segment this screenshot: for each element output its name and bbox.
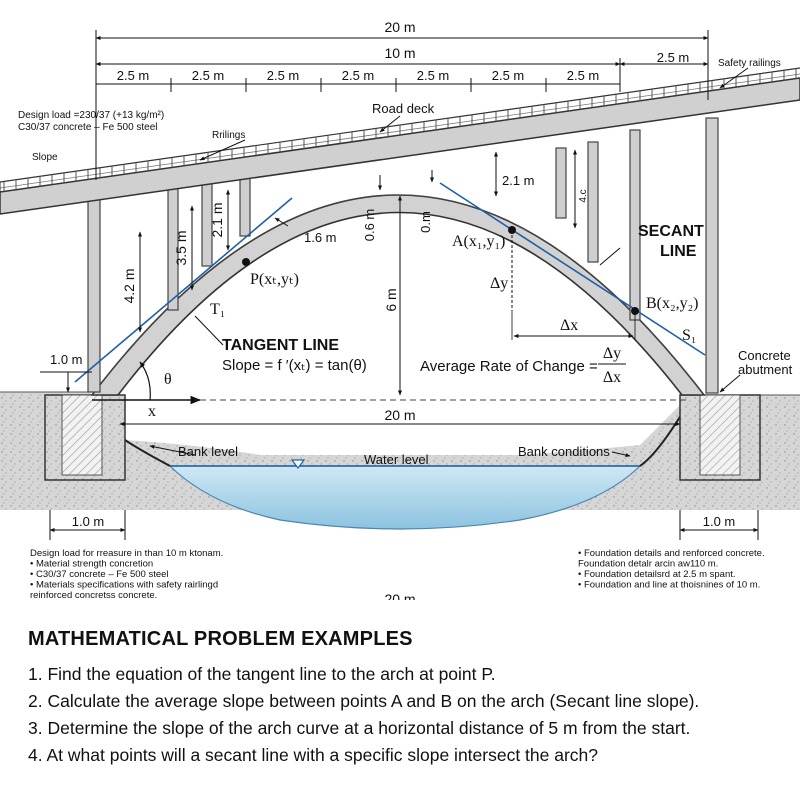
left-abutment (44, 394, 126, 481)
dim-2-1-b: 2.1 m (502, 173, 535, 188)
problem-item: 4. At what points will a secant line wit… (28, 745, 599, 765)
theta-label: θ (164, 371, 172, 388)
dim-20-mid: 20 m (384, 407, 415, 423)
note-left-line: • C30/37 concrete – Fe 500 steel (30, 569, 169, 580)
dim-6: 6 m (383, 288, 399, 311)
right-segment-label: 2.5 m (657, 50, 690, 65)
s1-label: S₁ (682, 327, 696, 344)
dim-1-6: 1.6 m (304, 230, 337, 245)
problem-list: 1. Find the equation of the tangent line… (28, 661, 788, 769)
safety-railings-label: Safety railings (718, 58, 781, 69)
railings (3, 68, 797, 192)
mid-span-label: 10 m (384, 45, 415, 61)
note-left-line: Design load for rreasure in than 10 m kt… (30, 548, 223, 559)
t1-label: T₁ (210, 301, 225, 318)
segment-label: 2.5 m (417, 68, 450, 83)
segment-label: 2.5 m (567, 68, 600, 83)
footing-left-label: 1.0 m (72, 514, 105, 529)
problem-item: 1. Find the equation of the tangent line… (28, 664, 496, 684)
avg-rate-numerator: Δy (603, 345, 621, 362)
tangent-line-title: TANGENT LINE (222, 337, 339, 354)
segment-label: 2.5 m (492, 68, 525, 83)
top-span-label: 20 m (384, 19, 415, 35)
point-p-marker (242, 258, 250, 266)
bank-level-label: Bank level (178, 444, 238, 459)
problem-examples: MATHEMATICAL PROBLEM EXAMPLES 1. Find th… (28, 628, 788, 769)
secant-line (439, 182, 706, 356)
note-left-line: • Material strength concretion (30, 559, 153, 570)
problem-item: 2. Calculate the average slope between p… (28, 691, 700, 711)
tangent-slope-formula: Slope = f ′(xₜ) = tan(θ) (222, 357, 367, 374)
problems-title: MATHEMATICAL PROBLEM EXAMPLES (28, 628, 413, 650)
concrete-abutment-label-2: abutment (738, 362, 793, 377)
slope-label: Slope (32, 152, 58, 163)
dim-4-2: 4.2 m (121, 268, 137, 303)
footing-right-label: 1.0 m (703, 514, 736, 529)
dim-4-right: 4.c (578, 189, 589, 202)
x-axis-label: x (148, 403, 156, 420)
right-abutment (679, 394, 761, 481)
bank-conditions-label: Bank conditions (518, 444, 610, 459)
note-right-line: • Foundation details and renforced concr… (578, 548, 765, 559)
note-right-line: Foundation detalr arcin aw110 m. (578, 559, 718, 570)
bottom-span-label: 20 m (384, 591, 415, 600)
tangent-line (74, 197, 293, 383)
note-right-line: • Foundation detailsrd at 2.5 m spant. (578, 569, 736, 580)
note-left-line: • Materials specifications with safety r… (30, 580, 218, 591)
delta-x-label: Δx (560, 317, 578, 334)
problem-item: 3. Determine the slope of the arch curve… (28, 718, 691, 738)
point-b-label: B(x₂,y₂) (646, 295, 698, 312)
note-right-line: • Foundation and line at thoisnines of 1… (578, 580, 760, 591)
design-load-line-1: Design load =230/37 (+13 kg/m²) (18, 110, 164, 121)
design-load-line-2: C30/37 concrete – Fe 500 steel (18, 122, 158, 133)
dim-0-m: 0.m (418, 211, 433, 233)
point-a-label: A(x₁,y₁) (452, 233, 505, 250)
theta-arc (139, 361, 151, 401)
dim-0-6: 0.6 m (362, 209, 377, 242)
water-level-marker-icon (290, 459, 306, 469)
segment-label: 2.5 m (342, 68, 375, 83)
avg-rate-label: Average Rate of Change = (420, 358, 598, 375)
road-deck-label: Road deck (372, 101, 435, 116)
concrete-abutment-label-1: Concrete (738, 348, 791, 363)
segment-label: 2.5 m (117, 68, 150, 83)
railings-label: Rrilings (212, 130, 245, 141)
segment-labels: 2.5 m 2.5 m 2.5 m 2.5 m 2.5 m 2.5 m 2.5 m (117, 68, 600, 83)
dim-2-1-a: 2.1 m (209, 202, 225, 237)
segment-label: 2.5 m (192, 68, 225, 83)
road-deck (0, 67, 800, 215)
notes-left: Design load for rreasure in than 10 m kt… (30, 548, 223, 601)
notes-right: • Foundation details and renforced concr… (578, 548, 765, 591)
secant-line-title-1: SECANT (638, 223, 704, 240)
dim-3-5: 3.5 m (173, 230, 189, 265)
water-body (168, 465, 642, 530)
segment-label: 2.5 m (267, 68, 300, 83)
secant-line-title-2: LINE (660, 243, 697, 260)
note-left-line: reinforced concretss concrete. (30, 590, 157, 600)
dim-1-0-left: 1.0 m (50, 352, 83, 367)
delta-y-label: Δy (490, 275, 508, 292)
point-p-label: P(xₜ,yₜ) (250, 271, 299, 288)
avg-rate-denominator: Δx (603, 369, 621, 386)
water-level-label: Water level (364, 452, 429, 467)
